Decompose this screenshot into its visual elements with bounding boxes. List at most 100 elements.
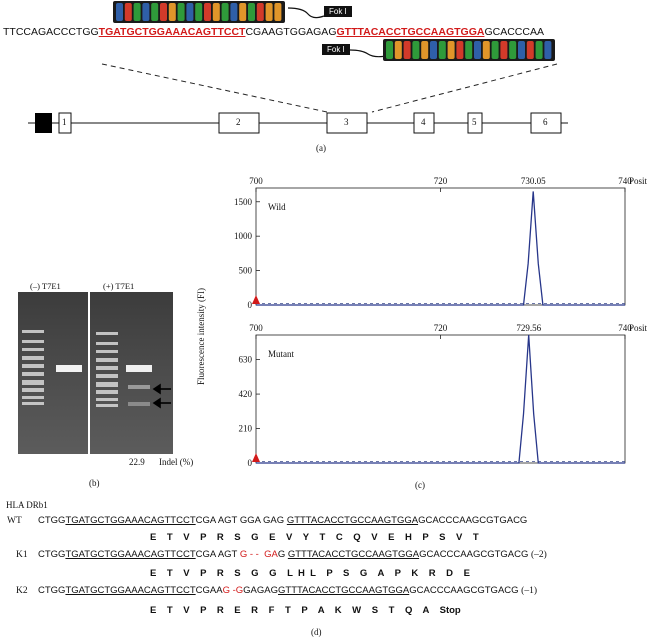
x-axis-label: Position (bp) xyxy=(629,176,647,186)
indel-value: 22.9 xyxy=(129,457,145,467)
k1-sequence: CTGGTGATGCTGGAAACAGTTCCTCGA AGT G - - GA… xyxy=(38,549,547,560)
promoter-block xyxy=(35,113,52,133)
tale-repeat-unit xyxy=(248,3,255,21)
tale-repeat-unit xyxy=(430,41,437,59)
k1-seq-d: G xyxy=(277,549,288,560)
series-legend: Mutant xyxy=(268,349,294,359)
cleavage-arrows xyxy=(152,383,171,409)
plot-frame xyxy=(255,334,626,464)
wt-seq-c: CGA AGT GGA GAG xyxy=(195,515,287,526)
tale-repeat-unit xyxy=(265,3,273,21)
k1-seq-c: CGA AGT xyxy=(195,549,240,560)
series-legend: Wild xyxy=(268,202,286,212)
target-sequence: TTCCAGACCCTGGTGATGCTGGAAACAGTTCCTCGAAGTG… xyxy=(3,26,544,38)
wt-seq-site2: GTTTACACCTGCCAAGTGGA xyxy=(286,515,419,526)
gene-label: HLA DRb1 xyxy=(6,500,48,510)
seq-right: GCACCCAA xyxy=(484,26,544,38)
gel-image xyxy=(18,292,173,454)
y-tick-label: 630 xyxy=(239,355,253,365)
tale-repeat-unit xyxy=(116,3,123,21)
caption-a: (a) xyxy=(316,143,326,153)
x-tick-label: 740 xyxy=(618,323,632,333)
tale-repeat-unit xyxy=(465,41,473,59)
trace-line xyxy=(256,334,625,464)
k2-seq-d: GAGAG xyxy=(243,585,279,596)
tale-repeat-unit xyxy=(491,41,499,59)
x-tick-label: 740 xyxy=(618,176,632,186)
indel-label: Indel (%) xyxy=(159,457,194,467)
wt-sequence: CTGGTGATGCTGGAAACAGTTCCTCGA AGT GGA GAG … xyxy=(38,515,527,526)
exon-2-label: 2 xyxy=(236,117,241,127)
peak-position-label: 730.05 xyxy=(521,176,546,186)
caption-d: (d) xyxy=(311,627,322,637)
k1-seq-a: CTGG xyxy=(38,549,66,560)
peak-position-label: 729.56 xyxy=(516,323,541,333)
k2-seq-deletion: G -G xyxy=(222,585,244,596)
k1-amino-acids: E T V P R S G G L H L P S G A P K R D E xyxy=(150,568,470,579)
x-tick-label: 720 xyxy=(434,176,448,186)
fok1-label-bottom: Fok I xyxy=(322,44,350,55)
fok1-bottom-dna-binding-domain xyxy=(383,39,555,61)
gene-structure xyxy=(28,63,568,134)
tale-repeat-unit xyxy=(438,41,446,59)
tale-repeat-unit xyxy=(151,3,159,21)
k2-seq-site1: TGATGCTGGAAACAGTTCCT xyxy=(65,585,196,596)
y-tick-label: 420 xyxy=(239,389,253,399)
x-axis-label: Position (bp) xyxy=(629,323,647,333)
tale-repeat-unit xyxy=(535,41,543,59)
x-tick-label: 700 xyxy=(249,323,263,333)
k1-seq-site2: GTTTACACCTGCCAAGTGGA xyxy=(287,549,420,560)
tale-repeat-unit xyxy=(403,41,411,59)
tale-repeat-unit xyxy=(133,3,141,21)
fok1-top-connector xyxy=(288,7,325,19)
k2-seq-f: GCACCCAAGCGTGACG xyxy=(409,585,519,596)
k2-frameshift: (–1) xyxy=(521,586,537,596)
k2-sequence: CTGGTGATGCTGGAAACAGTTCCTCGAAG -GGAGAGGTT… xyxy=(38,585,537,596)
tale-repeat-unit xyxy=(230,3,238,21)
seq-mid: CGAAGTGGAGAG xyxy=(245,26,337,38)
k2-amino-acids: E T V P R E R F T P A K W S T Q A Stop xyxy=(150,605,461,616)
k1-frameshift: (–2) xyxy=(531,550,547,560)
tale-repeat-unit xyxy=(177,3,185,21)
k1-seq-f: GCACCCAAGCGTGACG xyxy=(419,549,529,560)
tale-repeat-unit xyxy=(124,3,132,21)
tale-repeat-unit xyxy=(526,41,534,59)
y-axis-label: Fluorescence intensity (FI) xyxy=(196,288,206,385)
wt-label: WT xyxy=(7,516,22,526)
lane-label-minus-t7e1: (–) T7E1 xyxy=(30,281,61,291)
y-tick-label: 210 xyxy=(239,424,253,434)
tale-repeat-unit xyxy=(447,41,455,59)
tale-repeat-unit xyxy=(195,3,203,21)
tale-repeat-unit xyxy=(142,3,150,21)
fok1-bottom-connector xyxy=(350,49,387,58)
tale-repeat-unit xyxy=(412,41,420,59)
tale-repeat-unit xyxy=(456,41,464,59)
plot-frame xyxy=(255,187,626,306)
tale-repeat-unit xyxy=(221,3,229,21)
y-tick-label: 0 xyxy=(248,458,253,468)
k1-label: K1 xyxy=(16,550,28,560)
marker-triangle xyxy=(252,295,260,304)
y-tick-label: 0 xyxy=(248,300,253,310)
k1-seq-site1: TGATGCTGGAAACAGTTCCT xyxy=(65,549,196,560)
exon-1-label: 1 xyxy=(62,117,67,127)
k2-seq-a: CTGG xyxy=(38,585,66,596)
tale-repeat-unit xyxy=(421,41,429,59)
k2-seq-c: CGAA xyxy=(195,585,223,596)
k1-seq-deletion: G - - GA xyxy=(239,549,278,560)
caption-c: (c) xyxy=(415,480,425,490)
k2-seq-site2: GTTTACACCTGCCAAGTGGA xyxy=(278,585,410,596)
tale-repeat-unit xyxy=(500,41,508,59)
y-tick-label: 500 xyxy=(239,266,253,276)
x-tick-label: 720 xyxy=(434,323,448,333)
wt-seq-a: CTGG xyxy=(38,515,66,526)
tale-repeat-unit xyxy=(482,41,490,59)
y-tick-label: 1500 xyxy=(234,197,253,207)
wt-amino-acids: E T V P R S G E V Y T C Q V E H P S V T xyxy=(150,532,479,543)
lane-label-plus-t7e1: (+) T7E1 xyxy=(103,281,135,291)
tale-repeat-unit xyxy=(204,3,211,21)
tale-repeat-unit xyxy=(160,3,167,21)
fok1-top-dna-binding-domain xyxy=(113,1,285,23)
seq-left: TTCCAGACCCTGG xyxy=(3,26,99,38)
